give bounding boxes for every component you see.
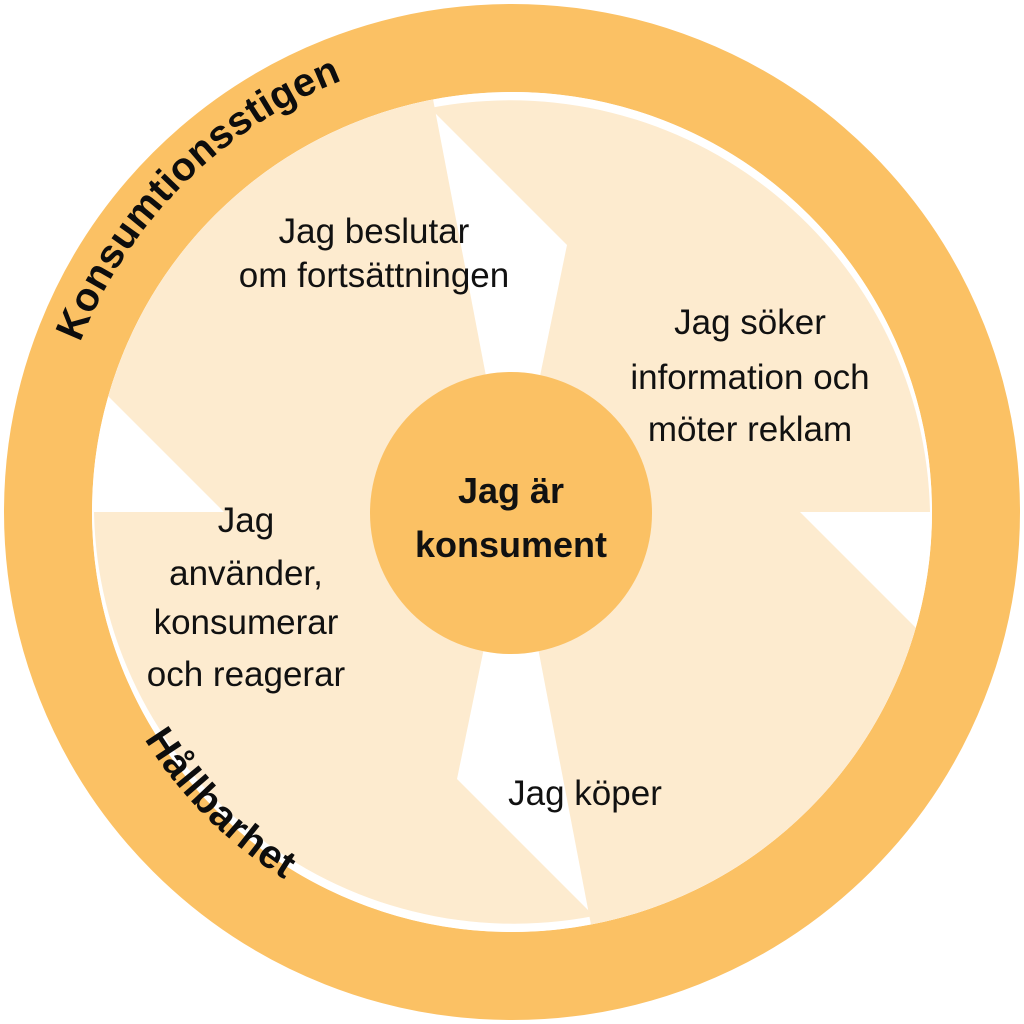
stage-sector-search (430, 100, 930, 930)
stage-sector-use (94, 94, 594, 924)
stage-label-buy: Jag köper (508, 774, 662, 813)
center-line-2: konsument (415, 524, 607, 565)
stage-use-line-4: och reagerar (147, 655, 346, 694)
stage-use-line-1: Jag (218, 501, 274, 540)
stage-label-use: Jag använder, konsumerar och reagerar (147, 501, 346, 694)
stage-search-line-2: information och (630, 358, 869, 397)
stage-search-line-3: möter reklam (648, 410, 852, 449)
stage-label-search: Jag söker information och möter reklam (630, 303, 869, 449)
stage-search-line-1: Jag söker (674, 303, 826, 342)
stage-label-decide: Jag beslutar om fortsättningen (239, 212, 509, 295)
center-circle (370, 372, 652, 654)
pinwheel-arms (94, 94, 930, 930)
stage-use-line-3: konsumerar (154, 603, 339, 642)
center-line-1: Jag är (458, 470, 564, 511)
center-circle-label: Jag är konsument (415, 470, 607, 565)
outer-ring (4, 4, 1020, 1020)
stage-use-line-2: använder, (169, 554, 323, 593)
stage-buy-line-1: Jag köper (508, 774, 662, 813)
stage-decide-line-1: Jag beslutar (279, 212, 470, 251)
stage-decide-line-2: om fortsättningen (239, 256, 509, 295)
